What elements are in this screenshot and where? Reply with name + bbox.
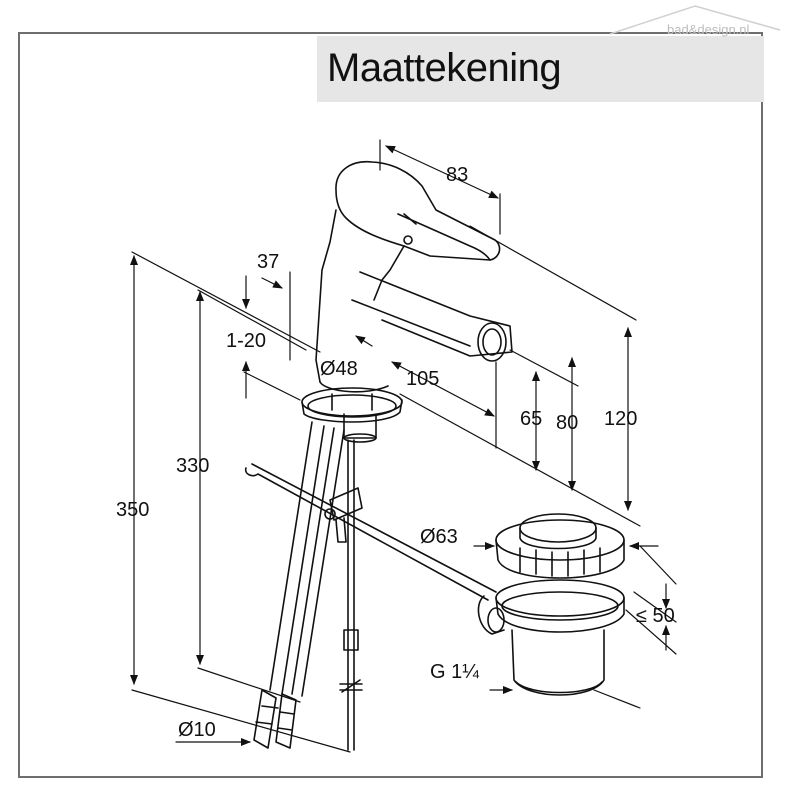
dim-83-label: 83 [446, 164, 468, 186]
dim-37-label: 37 [257, 251, 279, 273]
title-bar: Maattekening [317, 36, 764, 102]
dim-350-label: 350 [116, 499, 149, 521]
dim-105-label: 105 [406, 368, 439, 390]
watermark-logo: bad&design.nl [667, 22, 750, 37]
drawing-frame [18, 32, 763, 778]
dim-80-label: 80 [556, 412, 578, 434]
popup-waste [477, 513, 625, 696]
watermark-roof-icon [609, 5, 781, 35]
dim-63-label: Ø63 [420, 526, 458, 548]
drain-rod [244, 439, 497, 751]
dim-50-label: ≤ 50 [636, 605, 675, 627]
dim-330-label: 330 [176, 455, 209, 477]
dim-1-20-label: 1-20 [226, 330, 266, 352]
thread-g114-label: G 1¼ [430, 661, 479, 683]
extension-lines [131, 139, 677, 753]
page-title: Maattekening [327, 46, 562, 90]
dim-120-label: 120 [604, 408, 637, 430]
dim-65-label: 65 [520, 408, 542, 430]
dim-48-label: Ø48 [320, 358, 358, 380]
dim-10-label: Ø10 [178, 719, 216, 741]
faucet-body [301, 161, 513, 443]
dimension-lines [130, 145, 670, 746]
supply-hoses [253, 421, 345, 749]
